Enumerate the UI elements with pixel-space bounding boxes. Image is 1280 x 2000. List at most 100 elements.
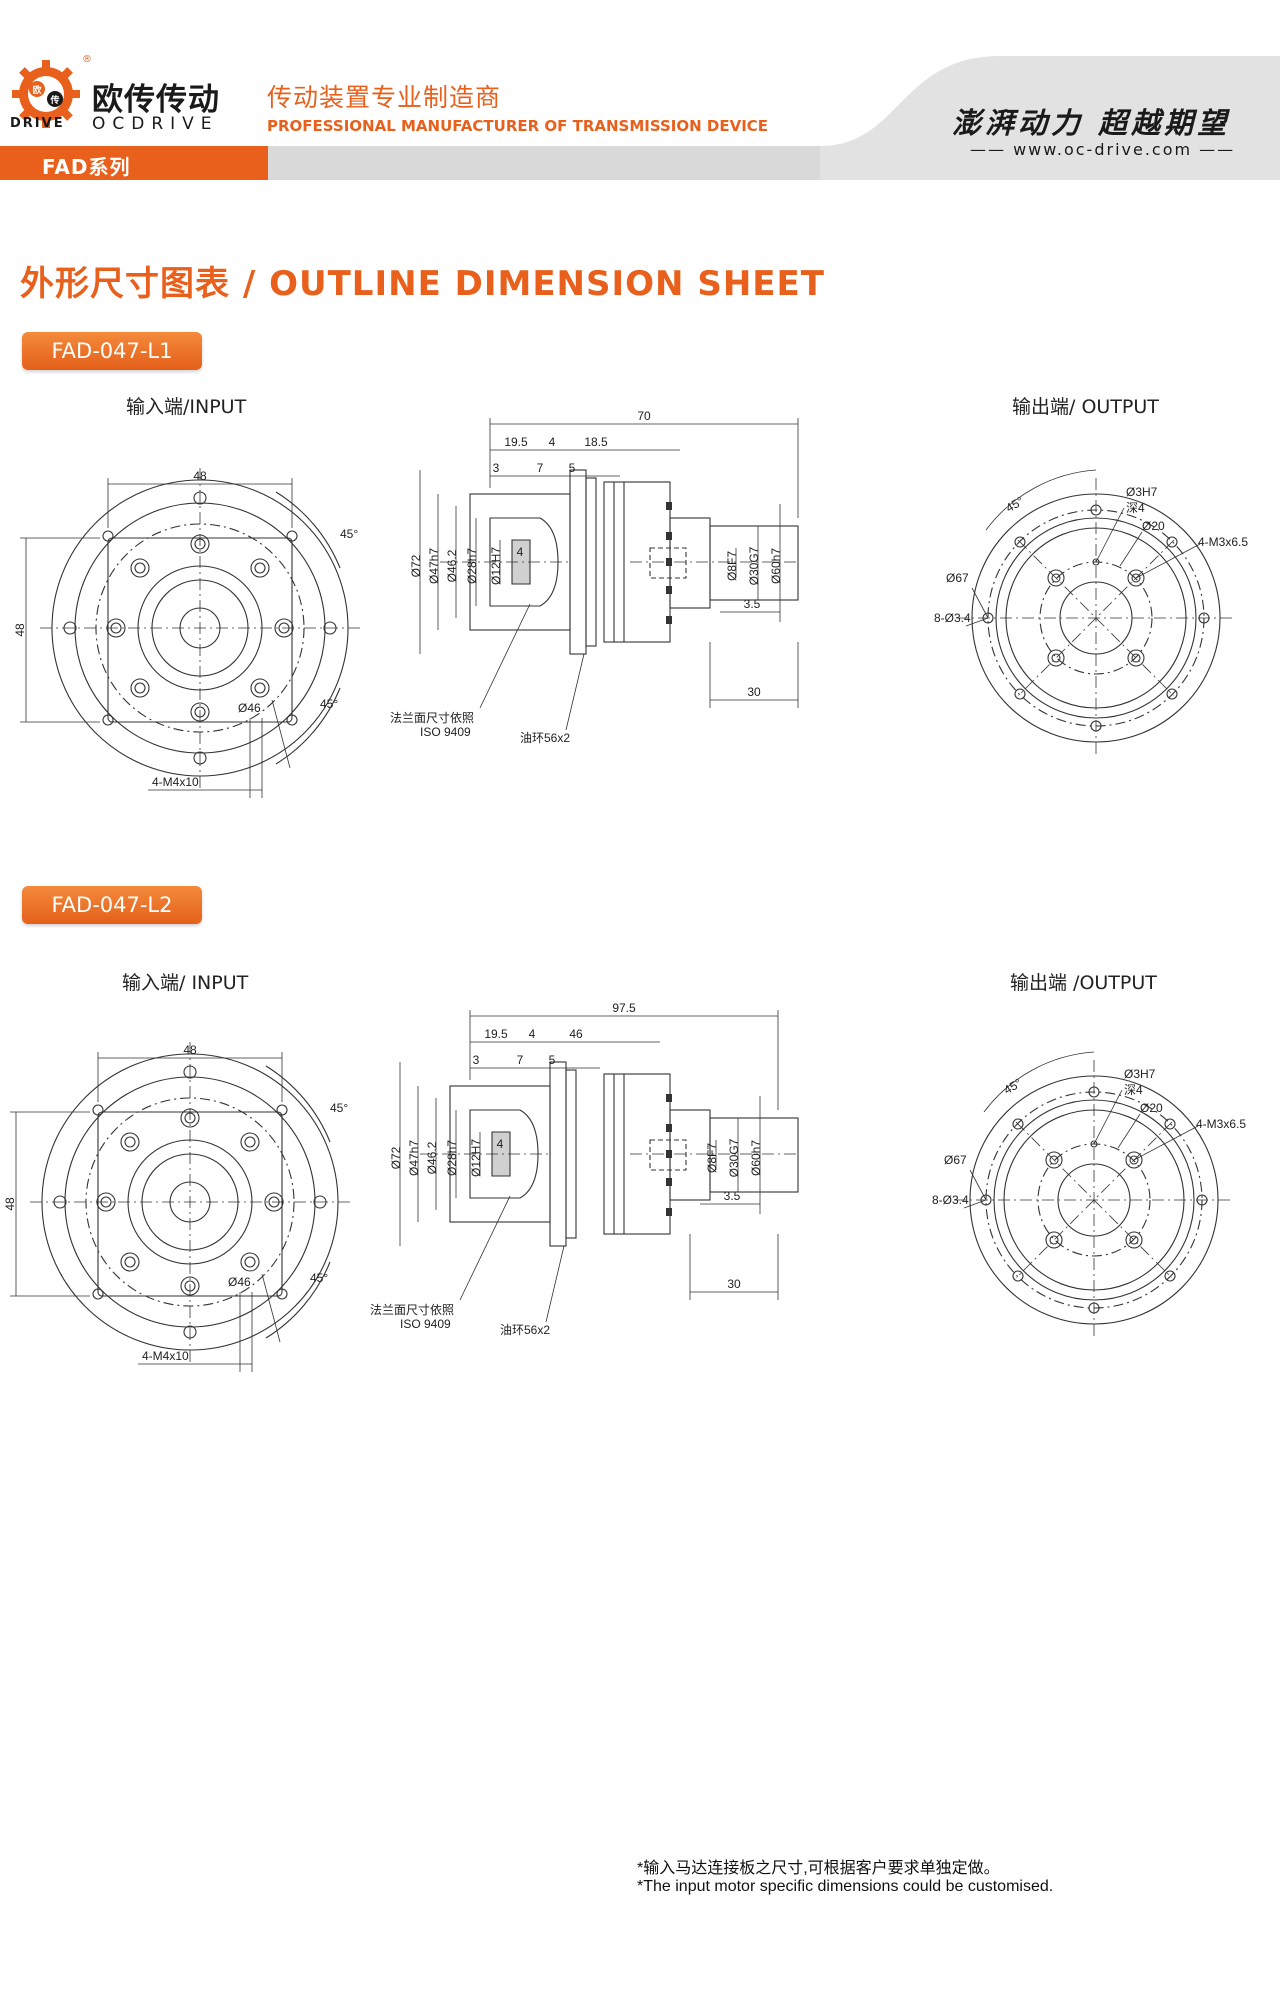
model-badge: FAD-047-L1 (22, 332, 202, 370)
input-height-dim: 48 (3, 1197, 17, 1211)
website-rule-left: —— (970, 140, 1006, 159)
series-badge: FAD系列 (42, 155, 131, 179)
dia-4-dim: Ø28h7 (465, 548, 479, 584)
dia-3-dim: Ø46.2 (445, 549, 459, 582)
output-depth-dim: 深4 (1126, 501, 1145, 515)
input-holes-dim: 4-M4x10 (152, 775, 199, 789)
output-pcd-small-dim: Ø20 (1140, 1101, 1163, 1115)
brand-name-en-left: DRIVE (10, 116, 65, 131)
flange-note-dim: 法兰面尺寸依照 (370, 1302, 454, 1317)
sheet-title: 外形尺寸图表 / OUTLINE DIMENSION SHEET (20, 264, 825, 304)
dia-1-dim: Ø72 (389, 1146, 403, 1169)
shaft-length-dim: 30 (747, 685, 761, 699)
flange-plate (549, 1061, 567, 1247)
input-view-label: 输入端/ INPUT (122, 972, 249, 994)
output-angle-dim: 45° (1003, 494, 1026, 515)
output-pin-dim: Ø3H7 (1126, 485, 1158, 499)
input-view-label: 输入端/INPUT (126, 396, 247, 418)
output-end-drawing: 45° Ø3H7 深4 Ø20 4-M3x6.5 Ø67 8-Ø3.4 (934, 458, 1266, 778)
flange-circle (74, 502, 326, 754)
seg-a-dim: 19.5 (504, 435, 528, 449)
model-badge: FAD-047-L2 (22, 886, 202, 924)
small-b-dim: 7 (537, 461, 544, 475)
input-angle-a-dim: 45° (330, 1101, 348, 1115)
output-holes (980, 1086, 1208, 1314)
shaft-3-dim: Ø60h7 (749, 1140, 763, 1176)
seg-c-dim: 46 (569, 1027, 583, 1041)
output-shaft (709, 525, 799, 601)
output-holes-dim: 8-Ø3.4 (934, 611, 971, 625)
output-pin-dim: Ø3H7 (1124, 1067, 1156, 1081)
shaft-2-dim: Ø30G7 (747, 546, 761, 585)
side-section-drawing: 97.5 19.5 4 46 3 7 5 Ø72 Ø47h7 Ø46.2 Ø28… (360, 1000, 830, 1360)
input-holes-dim: 4-M4x10 (142, 1349, 189, 1363)
total-length-dim: 70 (637, 409, 651, 423)
step-dim: 3.5 (724, 1189, 741, 1203)
dia-2-dim: Ø47h7 (427, 548, 441, 584)
key-width-dim: 4 (517, 545, 524, 559)
flange-step (565, 1069, 577, 1239)
small-a-dim: 3 (493, 461, 500, 475)
output-view-label: 输出端 /OUTPUT (1010, 972, 1157, 994)
seg-a-dim: 19.5 (484, 1027, 508, 1041)
header-band (0, 56, 1280, 180)
input-pcd-dim: Ø46 (238, 701, 261, 715)
footnote-en: *The input motor specific dimensions cou… (637, 1878, 1054, 1895)
logo-seal-char-1: 欧 (32, 84, 41, 96)
output-view-label: 输出端/ OUTPUT (1012, 396, 1159, 418)
small-a-dim: 3 (473, 1053, 480, 1067)
tagline-en: PROFESSIONAL MANUFACTURER OF TRANSMISSIO… (267, 117, 769, 135)
input-end-drawing: 48 48 45° 45° Ø46 4-M4x10 (3, 1042, 370, 1372)
side-section-drawing: 70 19.5 4 18.5 3 7 5 Ø72 Ø47h7 Ø46.2 Ø28… (380, 408, 850, 768)
bolt-holes (53, 1065, 327, 1339)
input-pcd-dim: Ø46 (228, 1275, 251, 1289)
iso-note-dim: ISO 9409 (420, 725, 471, 739)
logo-seal-char-2: 传 (49, 94, 59, 106)
output-holes (982, 504, 1210, 732)
output-end-drawing: 45° Ø3H7 深4 Ø20 4-M3x6.5 Ø67 8-Ø3.4 (932, 1040, 1264, 1360)
output-shaft (709, 1117, 799, 1193)
small-b-dim: 7 (517, 1053, 524, 1067)
registered-mark: ® (82, 54, 92, 65)
output-pcd-big-dim: Ø67 (944, 1153, 967, 1167)
small-c-dim: 5 (549, 1053, 556, 1067)
input-angle-b-dim: 45° (320, 697, 338, 711)
flange-note-dim: 法兰面尺寸依照 (390, 710, 474, 725)
input-angle-a-dim: 45° (340, 527, 358, 541)
shaft-length-dim: 30 (727, 1277, 741, 1291)
small-c-dim: 5 (569, 461, 576, 475)
input-height-dim: 48 (13, 623, 27, 637)
website: —— www.oc-drive.com —— (970, 140, 1235, 159)
output-holes-dim: 8-Ø3.4 (932, 1193, 969, 1207)
brand-name-cn: 欧传传动 (92, 82, 220, 118)
output-threads-dim: 4-M3x6.5 (1198, 535, 1248, 549)
dia-5-dim: Ø12H7 (469, 1139, 483, 1177)
input-width-dim: 48 (193, 469, 207, 483)
input-width-dim: 48 (183, 1043, 197, 1057)
website-url[interactable]: www.oc-drive.com (1013, 140, 1193, 159)
shaft-1-dim: Ø8F7 (705, 1143, 719, 1173)
website-rule-right: —— (1199, 140, 1236, 159)
flange-circle (64, 1076, 316, 1328)
flange-step (585, 477, 597, 647)
seg-b-dim: 4 (549, 435, 556, 449)
output-angle-dim: 45° (1001, 1076, 1024, 1097)
bolt-holes (63, 491, 337, 765)
shaft-2-dim: Ø30G7 (727, 1138, 741, 1177)
dia-5-dim: Ø12H7 (489, 547, 503, 585)
shaft-1-dim: Ø8F7 (725, 551, 739, 581)
flange-plate (569, 469, 587, 655)
dia-4-dim: Ø28h7 (445, 1140, 459, 1176)
footnote-cn: *输入马达连接板之尺寸,可根据客户要求单独定做。 (637, 1860, 1000, 1877)
output-pcd-small-dim: Ø20 (1142, 519, 1165, 533)
seg-c-dim: 18.5 (584, 435, 608, 449)
dia-3-dim: Ø46.2 (425, 1141, 439, 1174)
oil-ring-dim: 油环56x2 (520, 731, 570, 745)
oil-ring-dim: 油环56x2 (500, 1323, 550, 1337)
key-width-dim: 4 (497, 1137, 504, 1151)
output-threads-dim: 4-M3x6.5 (1196, 1117, 1246, 1131)
input-angle-b-dim: 45° (310, 1271, 328, 1285)
slogan: 澎湃动力 超越期望 (952, 106, 1231, 140)
output-depth-dim: 深4 (1124, 1083, 1143, 1097)
output-flange (669, 517, 711, 609)
